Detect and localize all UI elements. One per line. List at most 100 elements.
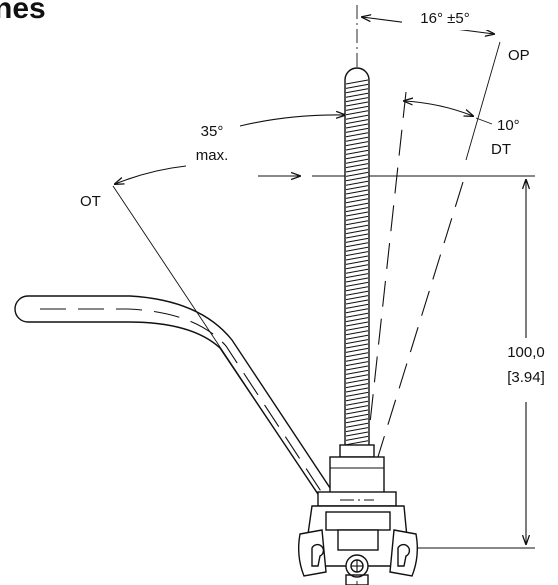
- rod-thread-line: [345, 427, 369, 433]
- switch-head: [297, 491, 419, 585]
- rod-thread-line: [345, 440, 369, 446]
- rod-thread-line: [345, 88, 369, 94]
- height-mm-label: 100,0: [507, 344, 545, 361]
- rod-thread-line: [345, 110, 369, 116]
- rod-hub: [329, 444, 385, 496]
- rod-thread-line: [345, 435, 369, 441]
- rod-thread-line: [345, 396, 369, 402]
- rod-thread-line: [345, 312, 369, 318]
- rod-thread-line: [345, 141, 369, 147]
- rod-thread-line: [345, 286, 369, 292]
- dt-angle-arrow: [404, 101, 473, 116]
- rod-thread-line: [345, 233, 369, 239]
- rod-thread-line: [345, 374, 369, 380]
- rod-thread-line: [345, 163, 369, 169]
- rod-thread-line: [345, 229, 369, 235]
- ot-label: OT: [80, 193, 101, 210]
- rod-thread-line: [345, 317, 369, 323]
- rod-thread-line: [345, 215, 369, 221]
- rod-thread-line: [345, 185, 369, 191]
- rod-thread-line: [345, 105, 369, 111]
- rod-thread-line: [345, 246, 369, 252]
- ot-angle-arrow: [239, 115, 345, 127]
- rod-thread-line: [345, 136, 369, 142]
- op-line: [465, 41, 501, 161]
- rod-thread-line: [345, 387, 369, 393]
- rod-thread-line: [345, 339, 369, 345]
- rod-thread-line: [345, 220, 369, 226]
- rod-thread-line: [345, 281, 369, 287]
- rod-thread-line: [345, 400, 369, 406]
- rod-thread-line: [345, 378, 369, 384]
- rod-thread-line: [345, 97, 369, 103]
- rod-thread-line: [345, 413, 369, 419]
- rod-thread-line: [345, 242, 369, 248]
- rod-thread-line: [345, 334, 369, 340]
- rod-thread-line: [345, 295, 369, 301]
- rod-thread-line: [345, 347, 369, 353]
- rod-thread-line: [345, 352, 369, 358]
- rod-thread-line: [345, 101, 369, 107]
- rod-thread-line: [345, 180, 369, 186]
- rod-thread-line: [345, 224, 369, 230]
- bent-lever-outline: [14, 295, 340, 507]
- dt-angle-label: 10°: [497, 117, 520, 134]
- rod-thread-line: [345, 330, 369, 336]
- rod-thread-line: [345, 264, 369, 270]
- rod-thread-line: [345, 154, 369, 160]
- dt-label: DT: [491, 141, 511, 158]
- rod-thread-line: [345, 409, 369, 415]
- rod-thread-line: [345, 383, 369, 389]
- rod-thread-line: [345, 290, 369, 296]
- rod-thread-line: [345, 167, 369, 173]
- rod-thread-line: [345, 299, 369, 305]
- rod-thread-line: [345, 176, 369, 182]
- rod-thread-line: [345, 119, 369, 125]
- rod-thread-line: [345, 361, 369, 367]
- rod-thread-line: [345, 202, 369, 208]
- rod-thread-line: [345, 193, 369, 199]
- rod-thread-line: [345, 251, 369, 257]
- rod-thread-line: [345, 369, 369, 375]
- rod-thread-line: [345, 79, 369, 85]
- rod-thread-line: [345, 273, 369, 279]
- op-angle-label: 16° ±5°: [420, 10, 469, 27]
- ot-angle-qualifier-label: max.: [196, 147, 229, 164]
- rod-thread-line: [345, 303, 369, 309]
- rod-thread-line: [345, 325, 369, 331]
- rod-thread-line: [345, 145, 369, 151]
- rod-thread-line: [345, 114, 369, 120]
- rod-thread-line: [345, 422, 369, 428]
- rod-thread-line: [345, 198, 369, 204]
- rod-thread-line: [345, 308, 369, 314]
- title-text: nes: [0, 0, 46, 25]
- rod-thread-line: [345, 343, 369, 349]
- rod-thread-line: [345, 123, 369, 129]
- rod-thread-line: [345, 391, 369, 397]
- rod-thread-line: [345, 92, 369, 98]
- bent-lever-centerline: [40, 308, 331, 506]
- rod-thread-line: [345, 356, 369, 362]
- op-label: OP: [508, 47, 530, 64]
- rod-thread-line: [345, 365, 369, 371]
- rod-thread-line: [345, 321, 369, 327]
- ot-angle-label: 35°: [201, 123, 224, 140]
- rod-thread-line: [345, 207, 369, 213]
- rod-thread-line: [345, 405, 369, 411]
- rod-thread-line: [345, 211, 369, 217]
- rod-thread-line: [345, 171, 369, 177]
- rod-thread-line: [345, 418, 369, 424]
- threaded-rod: [344, 67, 370, 451]
- rod-thread-line: [345, 127, 369, 133]
- rod-thread-line: [345, 158, 369, 164]
- height-in-label: [3.94]: [507, 369, 545, 386]
- rod-thread-line: [345, 83, 369, 89]
- rod-thread-line: [345, 189, 369, 195]
- rod-thread-line: [345, 277, 369, 283]
- rod-thread-line: [345, 259, 369, 265]
- rod-thread-line: [345, 149, 369, 155]
- rod-thread-line: [345, 132, 369, 138]
- rod-thread-line: [345, 237, 369, 243]
- rod-thread-line: [345, 255, 369, 261]
